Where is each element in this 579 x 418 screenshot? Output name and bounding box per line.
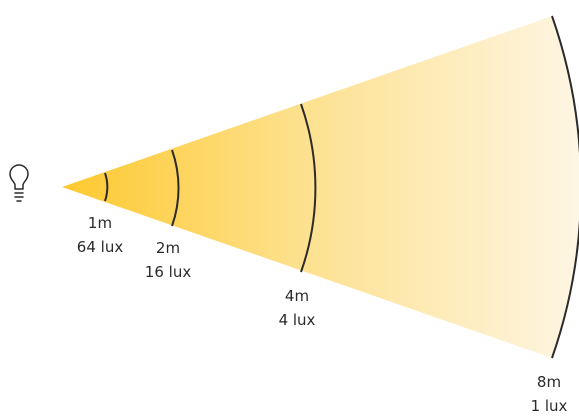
distance-text: 8m (536, 373, 562, 391)
distance-arc-4m (300, 103, 317, 273)
distance-text: 4m (284, 287, 310, 305)
lightbulb-icon (9, 164, 29, 202)
ring-label-2m: 2m 16 lux (138, 236, 198, 284)
ring-label-4m: 4m 4 lux (267, 284, 327, 332)
illuminance-text: 64 lux (76, 238, 124, 256)
illuminance-text: 4 lux (278, 311, 316, 329)
distance-text: 2m (155, 239, 181, 257)
ring-label-1m: 1m 64 lux (70, 211, 130, 259)
distance-arc-1m (104, 172, 109, 202)
distance-arc-2m (171, 149, 180, 227)
distance-arc-8m (551, 15, 579, 359)
illuminance-text: 16 lux (144, 263, 192, 281)
ring-label-8m: 8m 1 lux (522, 370, 576, 418)
distance-text: 1m (87, 214, 113, 232)
light-beam-cone (62, 16, 579, 358)
illuminance-text: 1 lux (530, 397, 568, 415)
